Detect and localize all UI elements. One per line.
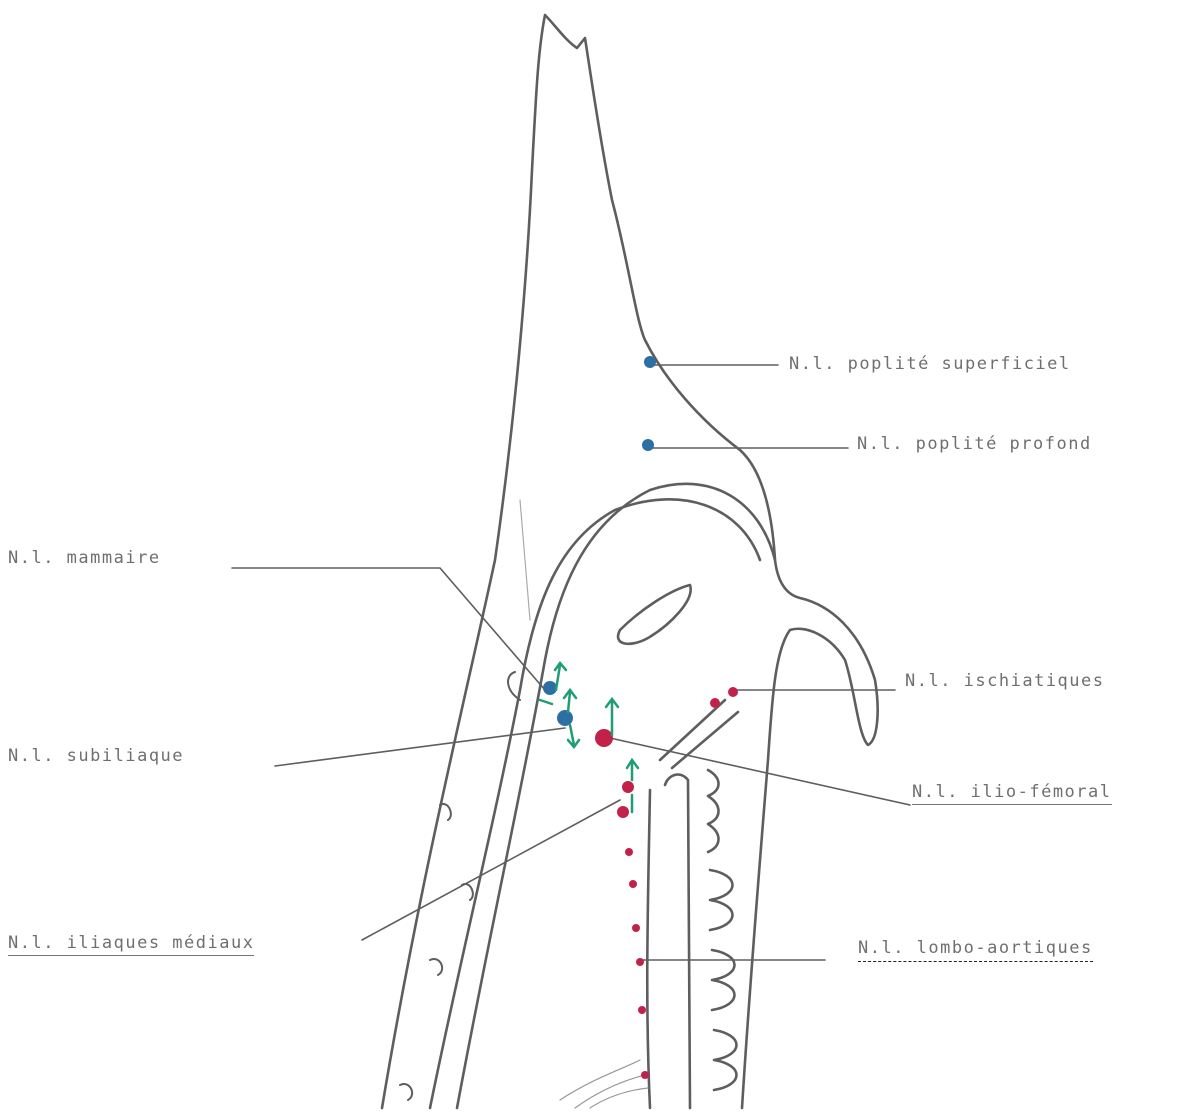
leader-ilio-femoral <box>610 738 910 805</box>
node-mammaire <box>543 681 557 695</box>
leader-subiliaque <box>275 728 565 766</box>
node-subiliaque <box>557 710 573 726</box>
node-poplite-superficiel <box>644 356 656 368</box>
label-iliaques-mediaux: N.l. iliaques médiaux <box>8 933 254 956</box>
intestine-loops <box>708 770 737 1090</box>
limb-outline <box>382 15 878 1108</box>
label-lombo-aortiques: N.l. lombo-aortiques <box>858 938 1093 962</box>
node-lombo-aortique-4 <box>636 958 644 966</box>
node-iliaque-2 <box>617 806 629 818</box>
vertebral-column <box>647 775 690 1108</box>
label-poplite-superficiel: N.l. poplité superficiel <box>789 354 1071 374</box>
hatched-area <box>560 1060 648 1108</box>
leader-mammaire <box>232 568 545 690</box>
label-ilio-femoral: N.l. ilio-fémoral <box>912 782 1112 805</box>
node-ischiatique-1 <box>710 698 720 708</box>
arrow-green-5 <box>627 760 638 780</box>
node-lombo-aortique-3 <box>632 924 640 932</box>
node-lombo-aortique-5 <box>638 1006 646 1014</box>
arrow-green-3 <box>568 725 579 747</box>
fold-line-outer <box>457 484 775 1108</box>
node-lombo-aortique-6 <box>641 1071 649 1079</box>
node-ischiatique-2 <box>728 687 738 697</box>
node-poplite-profond <box>642 439 654 451</box>
label-mammaire: N.l. mammaire <box>8 548 161 568</box>
arrow-green-4 <box>606 699 618 735</box>
arrow-green-7 <box>540 700 552 704</box>
oval-structure <box>618 585 691 644</box>
label-poplite-profond: N.l. poplité profond <box>857 434 1092 454</box>
arrow-green-2 <box>564 690 576 712</box>
label-ischiatiques: N.l. ischiatiques <box>905 671 1105 691</box>
node-iliaque-1 <box>622 781 634 793</box>
label-subiliaque: N.l. subiliaque <box>8 746 184 766</box>
fold-line-inner <box>430 499 760 1108</box>
node-ilio-femoral <box>595 729 613 747</box>
leader-iliaques-mediaux <box>362 800 620 940</box>
node-lombo-aortique-1 <box>625 848 633 856</box>
arrow-green-1 <box>555 663 566 690</box>
node-lombo-aortique-2 <box>629 880 637 888</box>
internal-line <box>520 500 530 620</box>
